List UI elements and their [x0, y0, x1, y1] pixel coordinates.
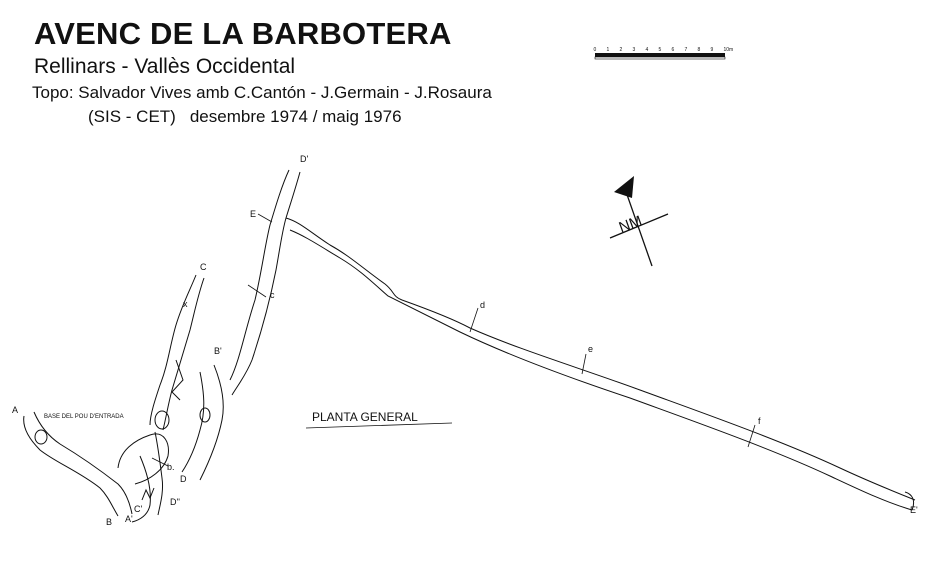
section-label-f: f	[758, 416, 761, 426]
survey-group: (SIS - CET)	[88, 107, 176, 126]
section-label-a-prime: A'	[125, 514, 133, 524]
section-label-c: C	[200, 262, 207, 272]
plan-title: PLANTA GENERAL	[305, 410, 453, 429]
scale-tick-label: 10m	[724, 47, 734, 53]
section-label-e-small: e	[588, 344, 593, 354]
scale-tick-label: 4	[646, 47, 649, 53]
section-label-b-small: b.	[167, 462, 175, 472]
section-label-d-small: d	[480, 300, 485, 310]
section-label-e-prime: E'	[910, 505, 918, 515]
survey-dates: desembre 1974 / maig 1976	[189, 107, 402, 126]
section-cuts	[151, 213, 756, 467]
section-label-d-prime: D'	[300, 154, 308, 164]
scale-tick-label: 3	[633, 47, 636, 53]
section-label-e: E	[250, 209, 256, 219]
section-label-x: x	[183, 299, 188, 309]
scale-tick-label: 7	[685, 47, 688, 53]
section-label-c-small: c	[270, 290, 275, 300]
section-label-a: A	[12, 405, 18, 415]
scale-bar: 0 1 2 3 4 5 6 7 8 9 10m	[594, 47, 734, 60]
scale-tick-label: 6	[672, 47, 675, 53]
section-label-d: D	[180, 474, 187, 484]
north-label: NM	[617, 212, 645, 236]
scale-tick-label: 1	[607, 47, 610, 53]
main-gallery	[285, 217, 916, 511]
section-label-c-prime: C'	[134, 504, 142, 514]
survey-dates-line: (SIS - CET) desembre 1974 / maig 1976	[88, 107, 416, 127]
west-branch	[149, 274, 224, 481]
survey-credits: Topo: Salvador Vives amb C.Cantón - J.Ge…	[32, 83, 492, 102]
location-subtitle: Rellinars - Vallès Occidental	[34, 55, 296, 78]
scale-tick-label: 2	[620, 47, 623, 53]
entrance-area	[23, 359, 211, 523]
section-label-b: B	[106, 517, 112, 527]
scale-tick-label: 5	[659, 47, 662, 53]
scale-tick-label: 9	[711, 47, 714, 53]
map-title: AVENC DE LA BARBOTERA	[34, 16, 452, 51]
plan-label: PLANTA GENERAL	[312, 410, 418, 424]
north-passage	[229, 169, 301, 396]
scale-tick-label: 0	[594, 47, 597, 53]
section-label-d-dprime: D''	[170, 497, 180, 507]
scale-tick-label: 8	[698, 47, 701, 53]
section-label-b-prime: B'	[214, 346, 222, 356]
north-arrow-icon: NM	[609, 176, 669, 267]
entrance-note: BASE DEL POU D'ENTRADA	[44, 414, 124, 420]
